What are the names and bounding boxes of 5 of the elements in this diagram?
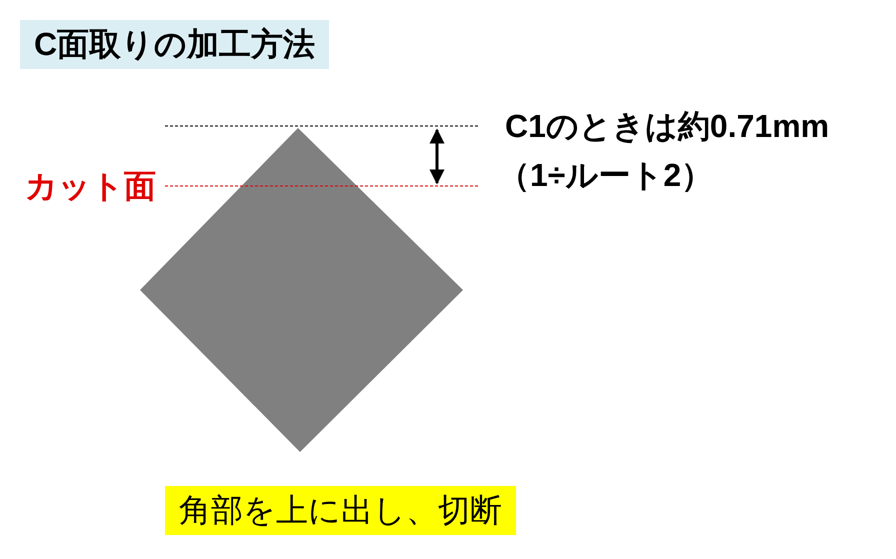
title: C面取りの加工方法 (20, 20, 330, 69)
caption: 角部を上に出し、切断 (165, 486, 516, 535)
cut-surface-label: カット面 (25, 168, 156, 205)
annotation-text: C1のときは約0.71mm (505, 108, 830, 145)
annotation-text: （1÷ルート2） (498, 157, 714, 194)
